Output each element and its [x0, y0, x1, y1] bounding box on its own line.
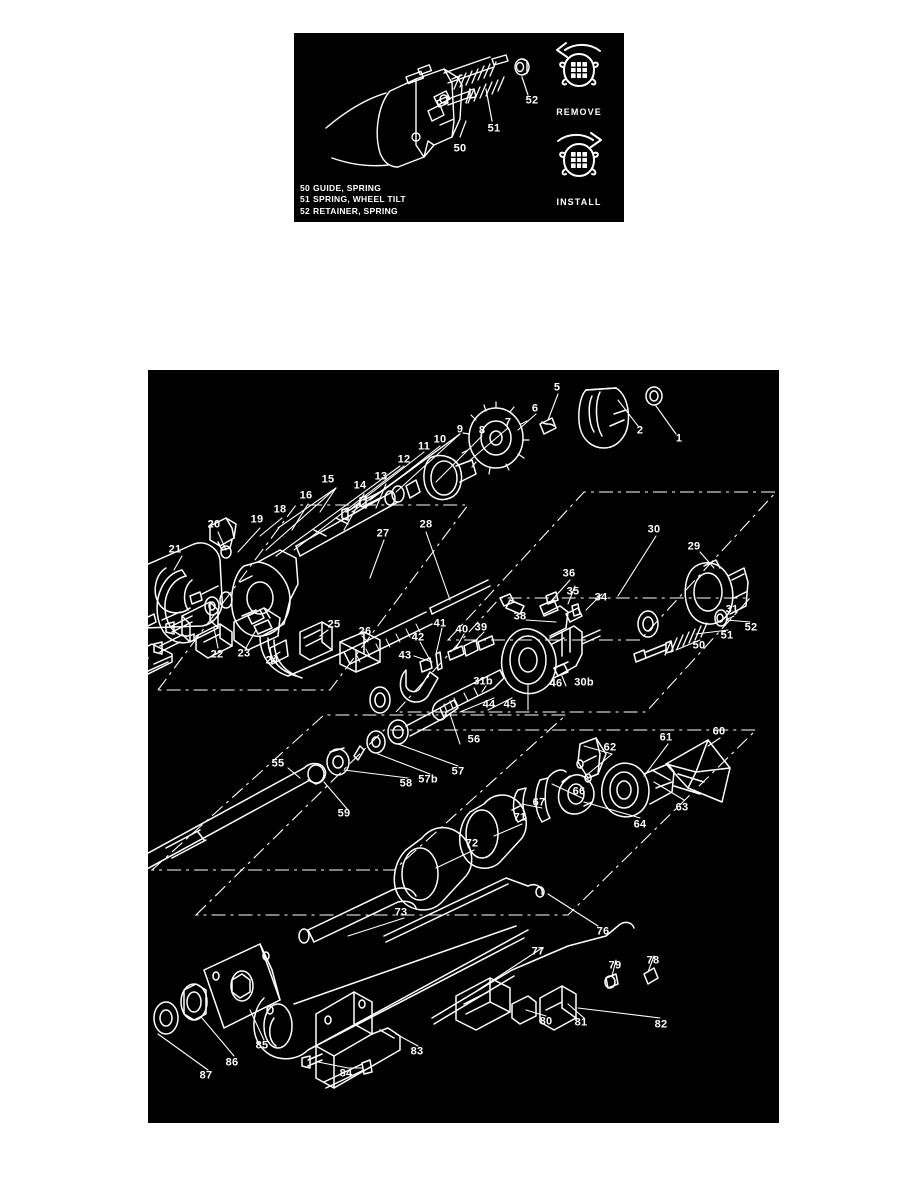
callout-23: 23: [237, 647, 251, 660]
callout-31-lower: 31b: [473, 675, 493, 688]
callout-84: 84: [339, 1067, 353, 1080]
callout-50: 50: [692, 639, 706, 652]
callout-57-second: 57b: [418, 773, 438, 786]
callout-20: 20: [207, 518, 221, 531]
retainer-cw-arrow-icon: [557, 132, 602, 177]
callout-7: 7: [504, 416, 512, 429]
callout-60: 60: [712, 725, 726, 738]
callout-56: 56: [467, 733, 481, 746]
callout-42: 42: [411, 631, 425, 644]
callout-62: 62: [603, 741, 617, 754]
callout-24: 24: [265, 654, 279, 667]
tilt-spring-removal-artwork: [325, 54, 530, 168]
callout-5: 5: [553, 381, 561, 394]
operation-remove: REMOVE: [542, 39, 616, 117]
callout-31: 31: [725, 603, 739, 616]
callout-76: 76: [596, 925, 610, 938]
legend-number: 52: [300, 205, 311, 216]
callout-61: 61: [659, 731, 673, 744]
callout-27: 27: [376, 527, 390, 540]
callout-45: 45: [503, 698, 517, 711]
callout-28: 28: [419, 518, 433, 531]
callout-78: 78: [646, 954, 660, 967]
callout-14: 14: [353, 479, 367, 492]
callout-44: 44: [482, 698, 496, 711]
callout-51: 51: [720, 629, 734, 642]
callout-73: 73: [394, 906, 408, 919]
callout-2: 2: [636, 424, 644, 437]
callout-30: 30: [647, 523, 661, 536]
callout-64: 64: [633, 818, 647, 831]
callout-57: 57: [451, 765, 465, 778]
callout-71: 71: [513, 811, 527, 824]
callout-10: 10: [433, 433, 447, 446]
callout-81: 81: [574, 1016, 588, 1029]
callout-46: 46: [549, 677, 563, 690]
callout-51: 51: [487, 122, 501, 135]
callout-39: 39: [474, 621, 488, 634]
callout-15: 15: [321, 473, 335, 486]
remove-label: REMOVE: [556, 107, 602, 117]
callout-22: 22: [210, 648, 224, 661]
callout-50: 50: [453, 142, 467, 155]
callout-86: 86: [225, 1056, 239, 1069]
callout-34: 34: [594, 591, 608, 604]
callout-58: 58: [399, 777, 413, 790]
operation-install: INSTALL: [542, 129, 616, 207]
callout-30-lower: 30b: [574, 676, 594, 689]
legend-text: SPRING, WHEEL TILT: [313, 194, 406, 204]
callout-29: 29: [687, 540, 701, 553]
callout-8: 8: [478, 424, 486, 437]
steering-column-exploded-view-figure: 1 2 5 6 7 8 9 10 11 12 13 14 15 16 18 19…: [148, 370, 779, 1123]
retainer-ccw-arrow-icon: [556, 42, 601, 87]
callout-59: 59: [337, 807, 351, 820]
callout-13: 13: [374, 470, 388, 483]
callout-1: 1: [675, 432, 683, 445]
callout-6: 6: [531, 402, 539, 415]
callout-21: 21: [168, 543, 182, 556]
callout-19: 19: [250, 513, 264, 526]
callout-36: 36: [562, 567, 576, 580]
callout-85: 85: [255, 1039, 269, 1052]
callout-43: 43: [398, 649, 412, 662]
callout-40: 40: [455, 623, 469, 636]
callout-35: 35: [566, 585, 580, 598]
callout-87: 87: [199, 1069, 213, 1082]
callout-77: 77: [531, 945, 545, 958]
callout-9: 9: [456, 423, 464, 436]
callout-11: 11: [417, 440, 431, 453]
callout-66: 66: [572, 785, 586, 798]
callout-18: 18: [273, 503, 287, 516]
callout-25: 25: [327, 618, 341, 631]
callout-55: 55: [271, 757, 285, 770]
legend-text: GUIDE, SPRING: [313, 182, 382, 193]
callout-41: 41: [433, 617, 447, 630]
callout-82: 82: [654, 1018, 668, 1031]
tilt-spring-removal-figure: 50 51 52: [294, 33, 624, 222]
callout-52: 52: [525, 94, 539, 107]
callout-16: 16: [299, 489, 313, 502]
callout-67: 67: [532, 796, 546, 809]
legend-number: 50: [300, 182, 311, 193]
callout-26: 26: [358, 625, 372, 638]
steering-column-exploded-artwork: [148, 386, 778, 1089]
legend-text: RETAINER, SPRING: [313, 205, 398, 216]
callout-38: 38: [513, 610, 527, 623]
install-label: INSTALL: [556, 197, 602, 207]
callout-80: 80: [539, 1015, 553, 1028]
callout-83: 83: [410, 1045, 424, 1058]
callout-52: 52: [744, 621, 758, 634]
legend-number: 51: [300, 194, 311, 204]
callout-12: 12: [397, 453, 411, 466]
callout-63: 63: [675, 801, 689, 814]
callout-79: 79: [608, 959, 622, 972]
callout-72: 72: [465, 837, 479, 850]
